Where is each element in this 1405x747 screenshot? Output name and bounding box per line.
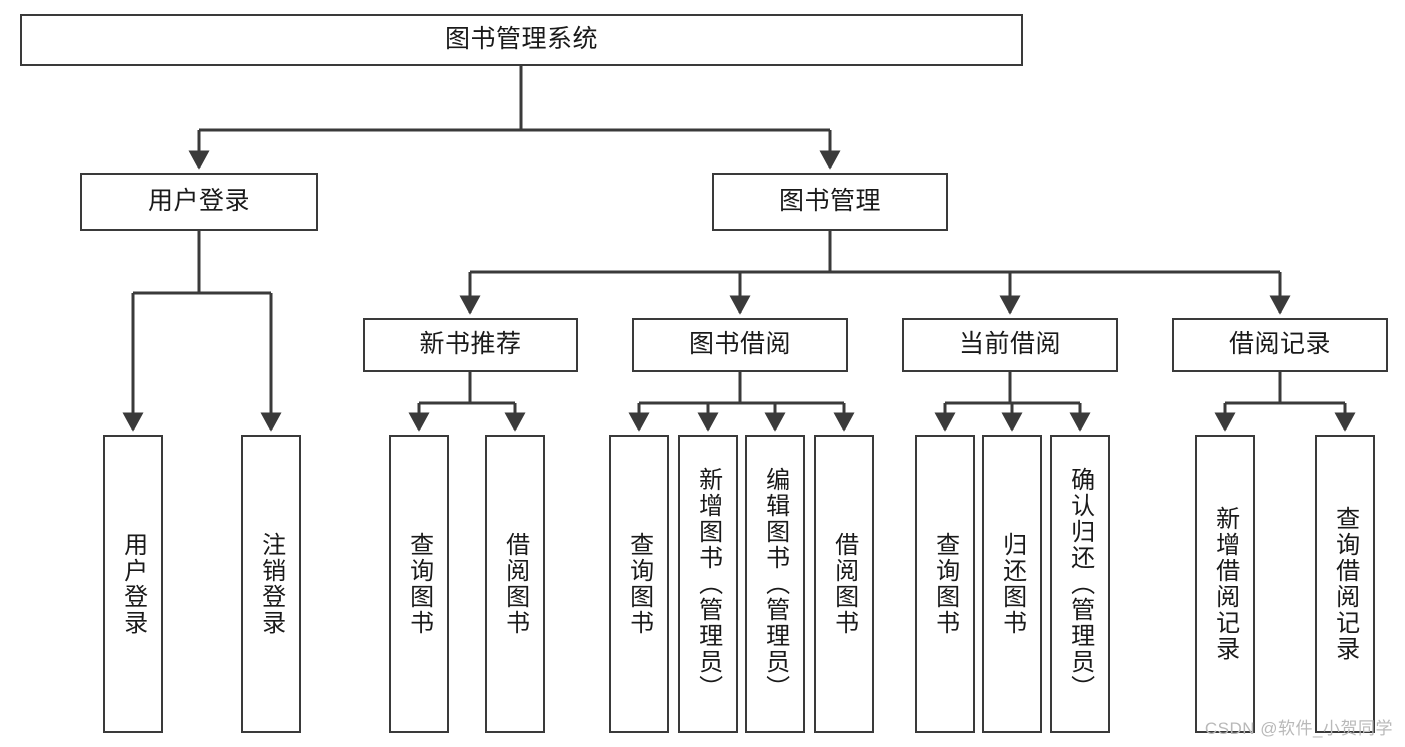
leaf-query-record[interactable]: 查询借阅记录	[1315, 435, 1375, 733]
leaf-return-book[interactable]: 归还图书	[982, 435, 1042, 733]
leaf-query-book-3[interactable]: 查询图书	[915, 435, 975, 733]
node-root[interactable]: 图书管理系统	[20, 14, 1023, 66]
node-user-login[interactable]: 用户登录	[80, 173, 318, 231]
leaf-edit-book[interactable]: 编辑图书（管理员）	[745, 435, 805, 733]
leaf-add-record[interactable]: 新增借阅记录	[1195, 435, 1255, 733]
leaf-add-book[interactable]: 新增图书（管理员）	[678, 435, 738, 733]
leaf-query-book-1[interactable]: 查询图书	[389, 435, 449, 733]
leaf-borrow-book-2-label: 借阅图书	[830, 532, 858, 636]
node-book-manage-label: 图书管理	[778, 187, 881, 216]
node-borrow-record[interactable]: 借阅记录	[1172, 318, 1388, 372]
leaf-confirm-return[interactable]: 确认归还（管理员）	[1050, 435, 1110, 733]
node-new-book-rec[interactable]: 新书推荐	[363, 318, 578, 372]
node-book-borrow-label: 图书借阅	[688, 330, 791, 359]
node-root-label: 图书管理系统	[444, 25, 598, 54]
leaf-user-login[interactable]: 用户登录	[103, 435, 163, 733]
csdn-watermark: CSDN @软件_小贺同学	[1204, 719, 1393, 738]
node-user-login-label: 用户登录	[147, 187, 250, 216]
node-book-borrow[interactable]: 图书借阅	[632, 318, 848, 372]
leaf-add-book-label: 新增图书（管理员）	[694, 467, 722, 701]
node-book-manage[interactable]: 图书管理	[712, 173, 948, 231]
leaf-user-login-label: 用户登录	[119, 532, 147, 636]
leaf-confirm-return-label: 确认归还（管理员）	[1066, 467, 1094, 701]
leaf-user-logout[interactable]: 注销登录	[241, 435, 301, 733]
leaf-query-book-1-label: 查询图书	[405, 532, 433, 636]
leaf-borrow-book-1-label: 借阅图书	[501, 532, 529, 636]
leaf-query-book-3-label: 查询图书	[931, 532, 959, 636]
leaf-query-book-2[interactable]: 查询图书	[609, 435, 669, 733]
leaf-return-book-label: 归还图书	[998, 532, 1026, 636]
leaf-query-book-2-label: 查询图书	[625, 532, 653, 636]
leaf-edit-book-label: 编辑图书（管理员）	[761, 467, 789, 701]
leaf-borrow-book-2[interactable]: 借阅图书	[814, 435, 874, 733]
node-current-borrow[interactable]: 当前借阅	[902, 318, 1118, 372]
leaf-user-logout-label: 注销登录	[257, 532, 285, 636]
node-current-borrow-label: 当前借阅	[958, 330, 1061, 359]
node-borrow-record-label: 借阅记录	[1228, 330, 1331, 359]
leaf-add-record-label: 新增借阅记录	[1211, 506, 1239, 662]
leaf-borrow-book-1[interactable]: 借阅图书	[485, 435, 545, 733]
leaf-query-record-label: 查询借阅记录	[1331, 506, 1359, 662]
node-new-book-rec-label: 新书推荐	[419, 330, 522, 359]
